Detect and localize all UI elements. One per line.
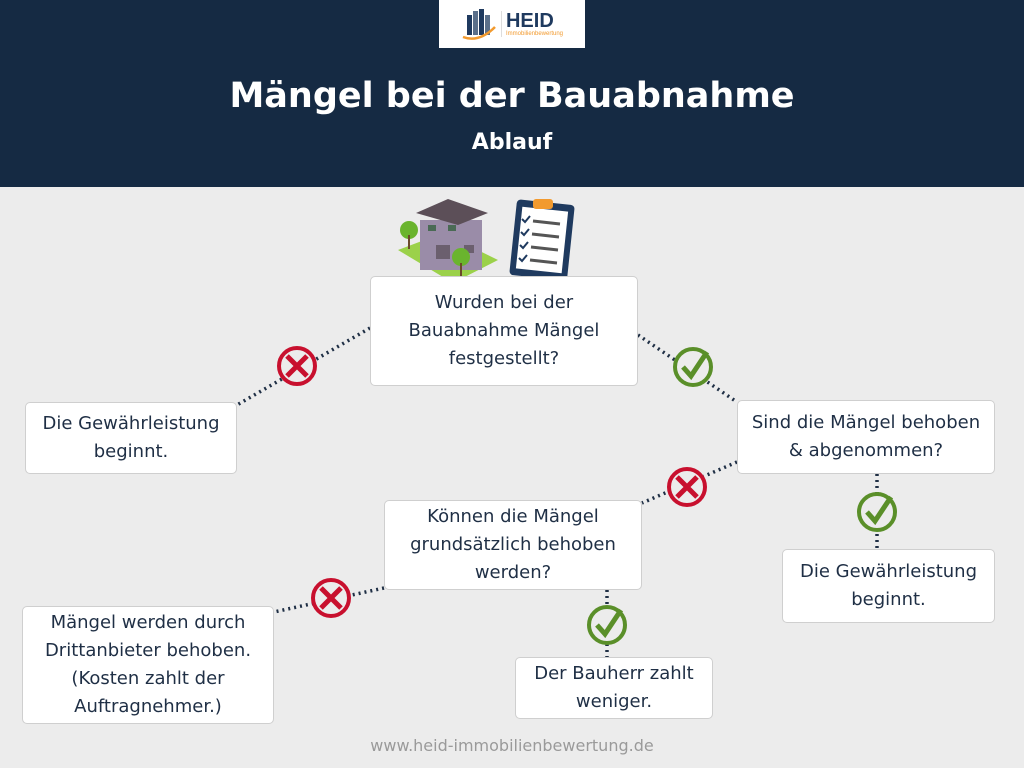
connector [236,326,371,407]
logo-name: HEID [505,10,554,32]
question-defects-fixed: Sind die Mängel behoben & abgenommen? [737,400,995,474]
no-icon [311,578,351,618]
connector [273,586,385,614]
house-illustration-icon [398,199,498,283]
clipboard-checklist-icon [509,199,575,281]
result-third-party-fix: Mängel werden durch Drittanbieter behobe… [22,606,274,724]
question-defects-fixable: Können die Mängel grundsätzlich behoben … [384,500,642,590]
no-icon [667,467,707,507]
question-defects-found: Wurden bei der Bauabnahme Mängel festges… [370,276,638,386]
logo-tagline: Immobilienbewertung [505,31,564,37]
footer-url: www.heid-immobilienbewertung.de [370,736,654,755]
building-logo-icon [462,9,496,40]
connector [637,333,738,404]
result-warranty-begins-left: Die Gewährleistung beginnt. [25,402,237,474]
result-pays-less: Der Bauherr zahlt weniger. [515,657,713,719]
no-icon [277,346,317,386]
result-warranty-begins-right: Die Gewährleistung beginnt. [782,549,995,623]
yes-icon [673,347,713,387]
page-subtitle: Ablauf [471,130,553,155]
page-title: Mängel bei der Bauabnahme [229,76,795,116]
yes-icon [587,605,627,645]
yes-icon [857,492,897,532]
